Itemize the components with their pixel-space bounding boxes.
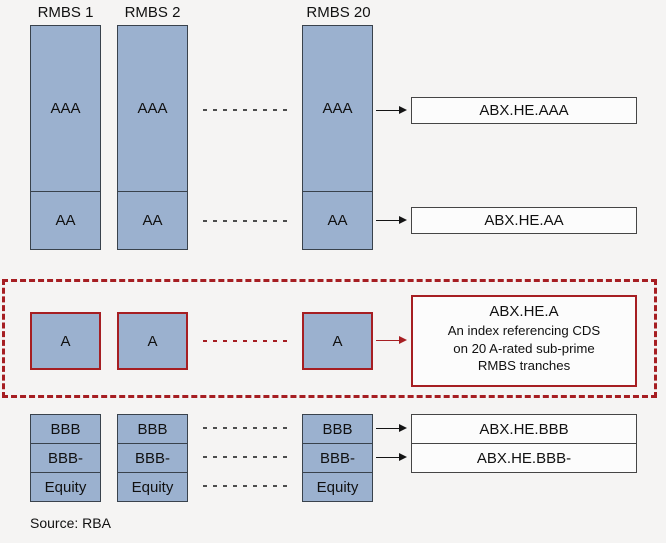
arrow-shaft: [376, 456, 400, 459]
tranche-rmbs1-aaa: AAA: [30, 25, 101, 192]
tranche-rmbs1-aa: AA: [30, 191, 101, 250]
arrow-head-icon: [399, 216, 407, 224]
index-abx-he-a-title: ABX.HE.A: [489, 303, 559, 320]
tranche-rmbs2-bbb: BBB: [117, 414, 188, 444]
arrow-bbb-to-index: [376, 424, 407, 433]
column-label-rmbs-2: RMBS 2: [124, 4, 181, 21]
index-box-abx-he-bbb-minus: ABX.HE.BBB-: [411, 443, 637, 473]
tranche-rmbs2-aa: AA: [117, 191, 188, 250]
tranche-rmbs20-equity: Equity: [302, 472, 373, 502]
index-box-abx-he-aa: ABX.HE.AA: [411, 207, 637, 234]
tranche-rmbs1-bbb-minus: BBB-: [30, 443, 101, 473]
index-box-abx-he-bbb: ABX.HE.BBB: [411, 414, 637, 444]
arrow-aaa-to-index: [376, 106, 407, 115]
arrow-head-icon: [399, 424, 407, 432]
arrow-aa-to-index: [376, 216, 407, 225]
source-note: Source: RBA: [30, 515, 111, 531]
arrow-head-icon: [399, 453, 407, 461]
tranche-rmbs1-a: A: [30, 312, 101, 370]
tranche-rmbs1-bbb: BBB: [30, 414, 101, 444]
ellipsis-dash-aa: [203, 220, 287, 222]
ellipsis-dash-aaa: [203, 109, 287, 111]
ellipsis-dash-bbb: [203, 427, 287, 429]
index-abx-he-a-description: An index referencing CDS on 20 A-rated s…: [447, 323, 601, 374]
tranche-rmbs1-equity: Equity: [30, 472, 101, 502]
index-box-abx-he-aaa: ABX.HE.AAA: [411, 97, 637, 124]
tranche-rmbs20-aa: AA: [302, 191, 373, 250]
arrow-bbb-minus-to-index: [376, 453, 407, 462]
tranche-rmbs2-equity: Equity: [117, 472, 188, 502]
ellipsis-dash-equity: [203, 485, 287, 487]
tranche-rmbs20-aaa: AAA: [302, 25, 373, 192]
a-tranche-highlight-outline: [2, 279, 657, 398]
tranche-rmbs20-a: A: [302, 312, 373, 370]
tranche-rmbs2-aaa: AAA: [117, 25, 188, 192]
arrow-head-icon: [399, 336, 407, 344]
tranche-rmbs2-a: A: [117, 312, 188, 370]
arrow-shaft: [376, 219, 400, 222]
index-box-abx-he-a: ABX.HE.A An index referencing CDS on 20 …: [411, 295, 637, 387]
arrow-head-icon: [399, 106, 407, 114]
tranche-rmbs20-bbb: BBB: [302, 414, 373, 444]
ellipsis-dash-bbb-minus: [203, 456, 287, 458]
column-label-rmbs-1: RMBS 1: [37, 4, 94, 21]
tranche-rmbs20-bbb-minus: BBB-: [302, 443, 373, 473]
arrow-shaft: [376, 339, 400, 342]
arrow-shaft: [376, 427, 400, 430]
arrow-shaft: [376, 109, 400, 112]
tranche-rmbs2-bbb-minus: BBB-: [117, 443, 188, 473]
column-label-rmbs-20: RMBS 20: [306, 4, 371, 21]
arrow-a-to-index: [376, 336, 407, 345]
ellipsis-dash-a: [203, 340, 287, 342]
